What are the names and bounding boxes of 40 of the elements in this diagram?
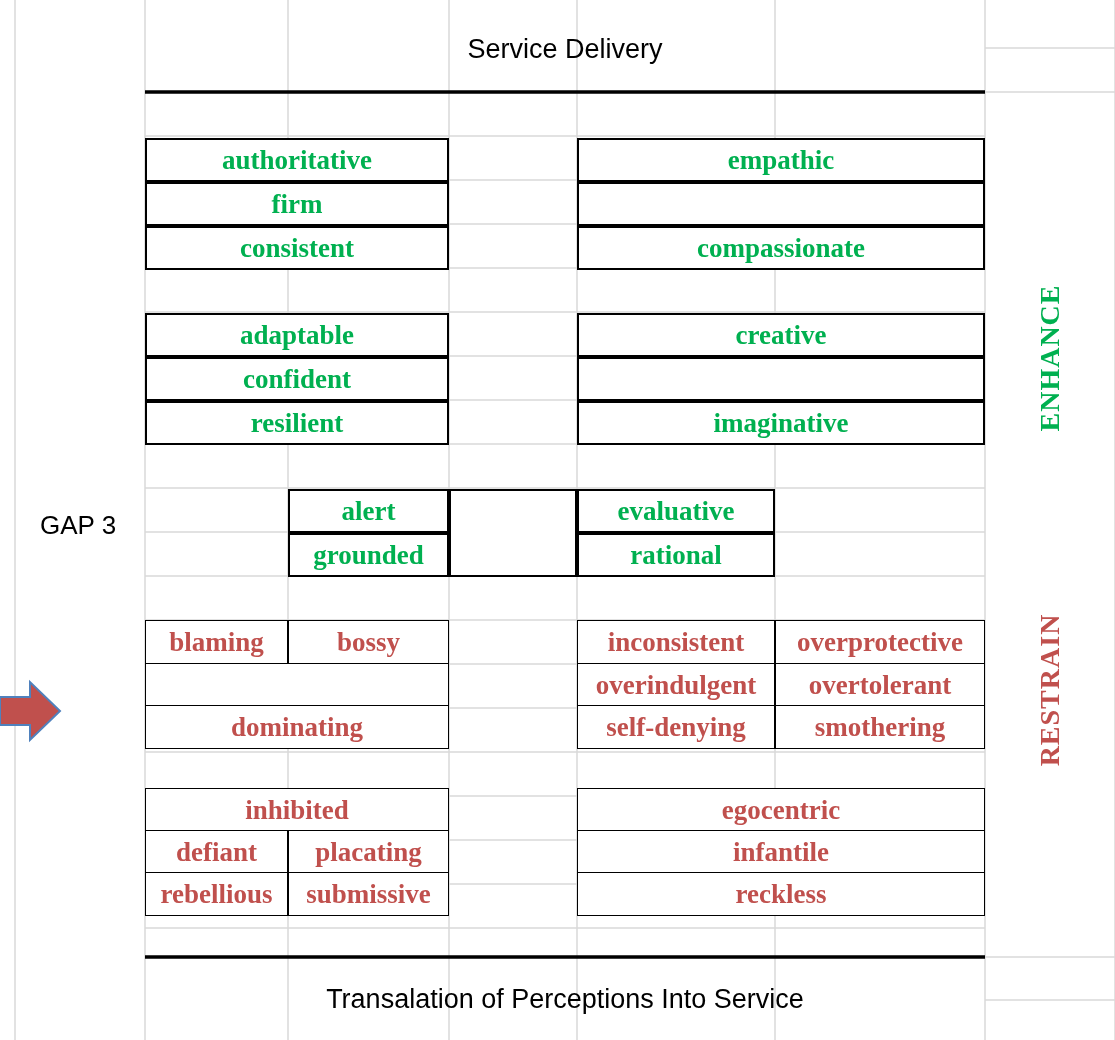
trait-cell: alert bbox=[288, 489, 449, 533]
trait-cell: rational bbox=[577, 533, 775, 577]
trait-cell: dominating bbox=[145, 705, 449, 749]
trait-cell: compassionate bbox=[577, 226, 985, 270]
diagram-title: Service Delivery bbox=[466, 34, 664, 65]
trait-cell: consistent bbox=[145, 226, 449, 270]
trait-cell: reckless bbox=[577, 872, 985, 916]
trait-cell: imaginative bbox=[577, 401, 985, 445]
trait-cell: grounded bbox=[288, 533, 449, 577]
trait-cell: smothering bbox=[775, 705, 985, 749]
diagram-caption: Transalation of Perceptions Into Service bbox=[325, 984, 805, 1015]
trait-cell: self-denying bbox=[577, 705, 775, 749]
trait-cell: rebellious bbox=[145, 872, 288, 916]
trait-cell: bossy bbox=[288, 620, 449, 664]
trait-cell: overprotective bbox=[775, 620, 985, 664]
trait-cell: overtolerant bbox=[775, 663, 985, 707]
trait-cell: empathic bbox=[577, 138, 985, 182]
side-label: RESTRAIN bbox=[1034, 613, 1066, 767]
trait-cell: adaptable bbox=[145, 313, 449, 357]
trait-cell: inconsistent bbox=[577, 620, 775, 664]
trait-cell: submissive bbox=[288, 872, 449, 916]
empty-cell bbox=[577, 357, 985, 401]
trait-cell: infantile bbox=[577, 830, 985, 874]
trait-cell: confident bbox=[145, 357, 449, 401]
trait-cell: evaluative bbox=[577, 489, 775, 533]
trait-cell: egocentric bbox=[577, 788, 985, 832]
trait-cell: authoritative bbox=[145, 138, 449, 182]
trait-cell: creative bbox=[577, 313, 985, 357]
empty-cell bbox=[449, 489, 577, 577]
trait-cell: defiant bbox=[145, 830, 288, 874]
trait-cell: blaming bbox=[145, 620, 288, 664]
trait-cell: firm bbox=[145, 182, 449, 226]
empty-cell bbox=[577, 182, 985, 226]
trait-cell: resilient bbox=[145, 401, 449, 445]
side-label: ENHANCE bbox=[1034, 284, 1066, 432]
empty-cell bbox=[145, 663, 449, 707]
trait-cell: overindulgent bbox=[577, 663, 775, 707]
trait-cell: placating bbox=[288, 830, 449, 874]
trait-cell: inhibited bbox=[145, 788, 449, 832]
gap-label: GAP 3 bbox=[40, 510, 117, 541]
